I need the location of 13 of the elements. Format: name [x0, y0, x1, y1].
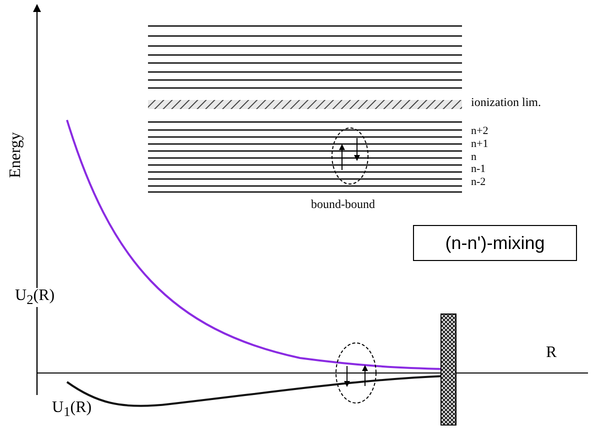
caption-label: bound-bound — [311, 198, 375, 210]
level-label: n+1 — [471, 139, 488, 150]
level-label: n+2 — [471, 126, 488, 137]
curve-label: U$_{2}$(R) — [15, 288, 55, 307]
wall-hatching — [440, 314, 456, 426]
mixing-box: (n-n')-mixing — [413, 225, 577, 261]
curve-label: U$_{1}$(R) — [52, 400, 92, 419]
level-label: n-2 — [471, 177, 486, 188]
axis-label: Energy — [8, 132, 24, 178]
axis-label: R — [546, 345, 557, 361]
level-label: n-1 — [471, 164, 486, 175]
level-label: ionization lim. — [471, 96, 541, 108]
level-label: n — [471, 152, 476, 163]
